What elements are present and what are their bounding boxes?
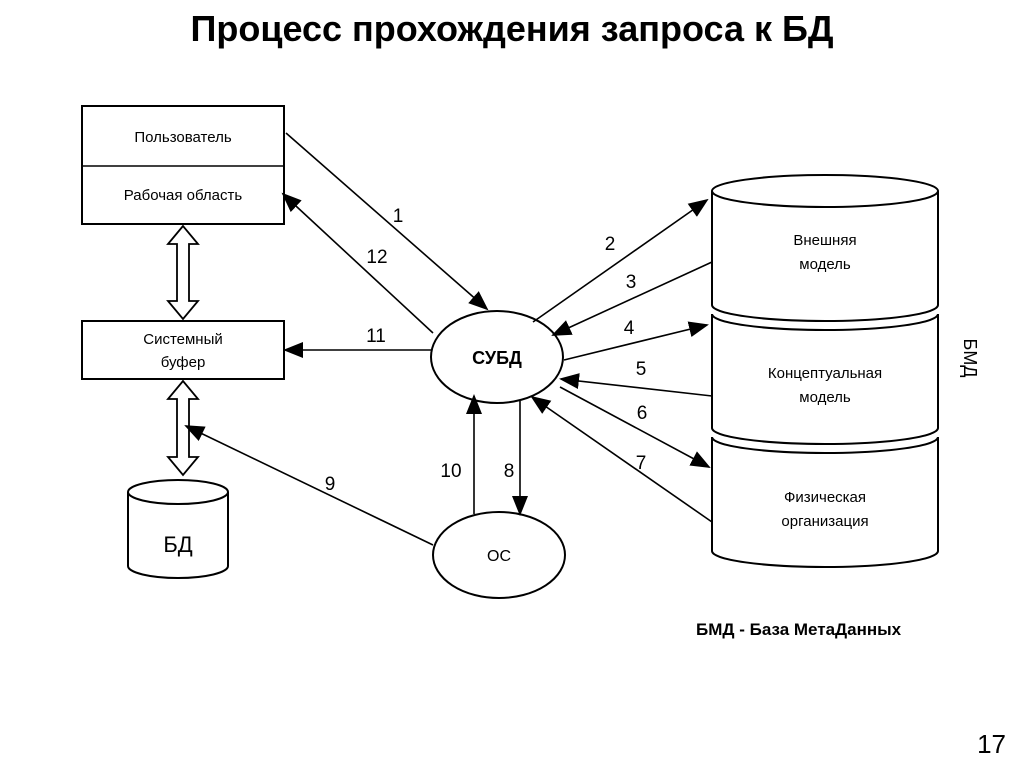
arrow-12 <box>281 192 434 334</box>
arrow-2 <box>532 198 709 323</box>
step-6: 6 <box>637 403 648 424</box>
system-buffer-label-line2: буфер <box>161 354 206 371</box>
physical-organization-label-line2: организация <box>781 513 868 530</box>
step-11: 11 <box>366 326 386 347</box>
arrow-9 <box>184 425 434 546</box>
step-9: 9 <box>325 474 336 495</box>
dbms-node: СУБД <box>430 310 564 404</box>
conceptual-model-label-line1: Концептуальная <box>768 365 882 382</box>
slide-title: Процесс прохождения запроса к БД <box>190 8 834 49</box>
bmd-vertical-label: БМД <box>960 339 980 378</box>
physical-organization-label-line1: Физическая <box>784 489 866 506</box>
os-label: ОС <box>487 548 511 565</box>
step-12: 12 <box>366 247 387 268</box>
dbms-label: СУБД <box>472 348 522 368</box>
step-1: 1 <box>393 206 404 227</box>
os-node: ОС <box>432 511 566 599</box>
arrow-3 <box>551 261 713 336</box>
user-workspace-box: Пользователь Рабочая область <box>81 105 285 225</box>
step-8: 8 <box>504 461 515 482</box>
arrow-1 <box>285 132 489 311</box>
step-7: 7 <box>636 453 647 474</box>
step-10: 10 <box>440 461 461 482</box>
external-model-label-line2: модель <box>799 256 851 273</box>
page-number: 17 <box>977 729 1006 759</box>
db-label: БД <box>163 532 192 557</box>
step-2: 2 <box>605 234 616 255</box>
step-3: 3 <box>626 272 637 293</box>
external-model-label-line1: Внешняя <box>793 232 856 249</box>
step-5: 5 <box>636 359 647 380</box>
external-model-cylinder <box>711 174 939 322</box>
workspace-label: Рабочая область <box>124 187 243 204</box>
workspace-buffer-link <box>166 224 200 321</box>
system-buffer-box: Системный буфер <box>81 320 285 380</box>
arrow-4 <box>563 321 709 361</box>
arrow-7 <box>530 395 713 523</box>
buffer-db-link <box>166 379 200 477</box>
user-label: Пользователь <box>134 129 232 146</box>
conceptual-model-label-line2: модель <box>799 389 851 406</box>
step-4: 4 <box>624 318 635 339</box>
db-cylinder: БД <box>127 479 229 579</box>
conceptual-model-cylinder <box>711 313 939 445</box>
arrow-6 <box>559 386 711 468</box>
physical-organization-cylinder <box>711 436 939 568</box>
system-buffer-label-line1: Системный <box>143 331 223 348</box>
arrow-5 <box>559 373 713 397</box>
metadata-stack: Внешняя модель Концептуальная модель Физ… <box>711 174 939 568</box>
bmd-legend: БМД - База МетаДанных <box>696 620 902 639</box>
